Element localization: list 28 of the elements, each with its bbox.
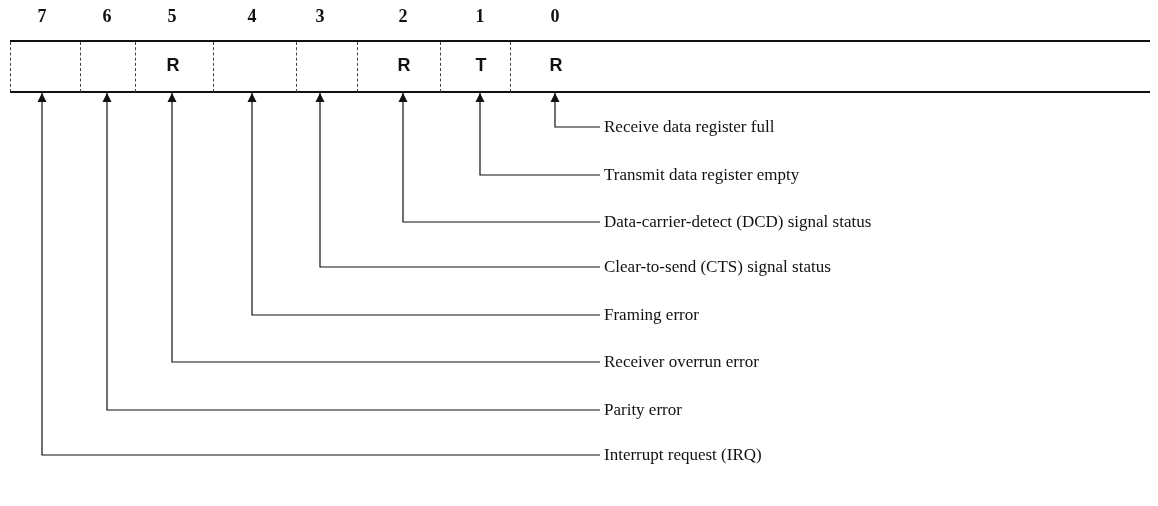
leader-arrow [398, 92, 601, 223]
bit-number: 5 [167, 6, 177, 27]
bit-description: Interrupt request (IRQ) [604, 445, 762, 465]
bit-number: 6 [102, 6, 112, 27]
bit-description: Parity error [604, 400, 682, 420]
access-letter: R [397, 55, 411, 76]
access-letter: R [549, 55, 563, 76]
bit-number: 4 [247, 6, 257, 27]
bit-number: 0 [550, 6, 560, 27]
bit-description: Transmit data register empty [604, 165, 800, 185]
access-letter: T [475, 55, 487, 76]
bit-number: 1 [475, 6, 485, 27]
bit-description: Clear-to-send (CTS) signal status [604, 257, 831, 277]
bit-number: 7 [37, 6, 47, 27]
leader-arrow [315, 92, 601, 268]
leader-arrow [475, 92, 601, 176]
leader-arrow [102, 92, 601, 411]
leader-arrow [550, 92, 601, 128]
leader-arrow [37, 92, 601, 456]
leader-arrow [247, 92, 601, 316]
leader-arrow [167, 92, 601, 363]
bit-description: Data-carrier-detect (DCD) signal status [604, 212, 872, 232]
access-letter: R [166, 55, 180, 76]
bit-description: Receive data register full [604, 117, 775, 137]
bit-number: 3 [315, 6, 325, 27]
bit-number: 2 [398, 6, 408, 27]
bit-description: Receiver overrun error [604, 352, 759, 372]
bit-description: Framing error [604, 305, 699, 325]
